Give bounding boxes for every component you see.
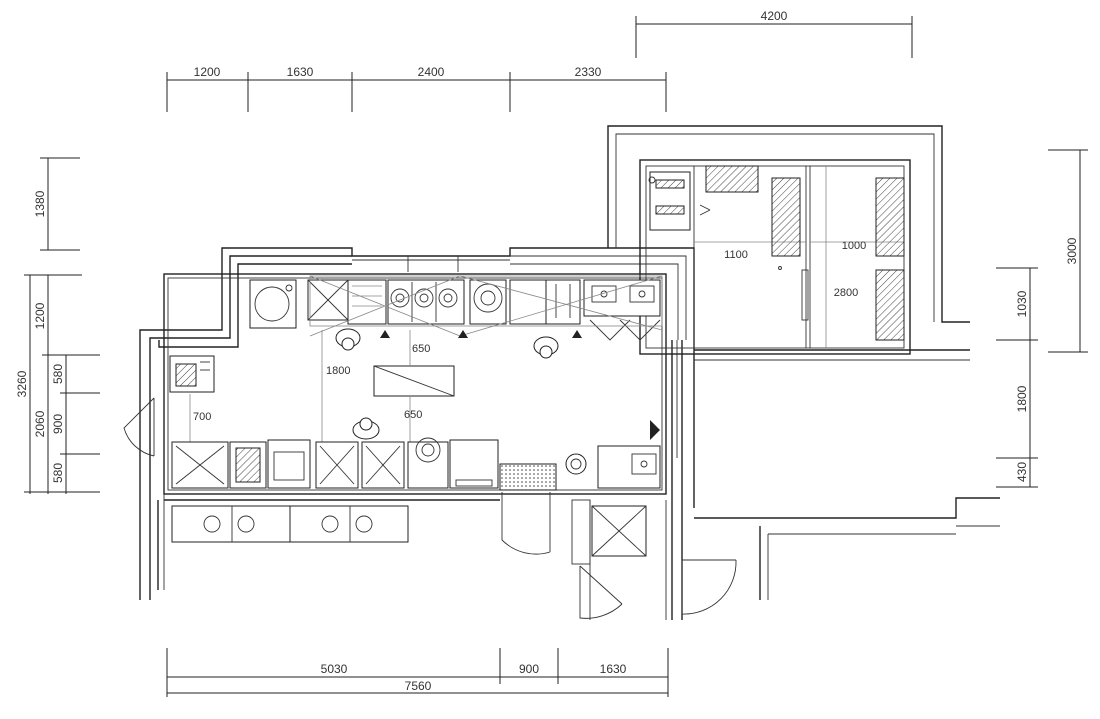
dim-label-900: 900 (519, 662, 539, 676)
door-swing-bottom (501, 492, 551, 555)
doors (123, 397, 737, 619)
label-700: 700 (193, 411, 211, 423)
chef-figure (352, 417, 380, 440)
label-1800: 1800 (326, 365, 350, 377)
dim-label-1630: 1630 (287, 65, 314, 79)
shelf-unit (875, 269, 905, 341)
handwash-sinks (171, 505, 409, 543)
dimension-top-segments: 1200 1630 2400 2330 (166, 65, 667, 112)
dim-label-5030: 5030 (321, 662, 348, 676)
dish-unit (249, 279, 297, 329)
label-650-bottom: 650 (404, 409, 422, 421)
dim-label-900-vertical: 900 (51, 414, 65, 434)
dimension-bottom-overall: 7560 (167, 679, 668, 694)
dimension-right-overall: 3000 (1048, 149, 1088, 353)
chef-figures (335, 328, 559, 440)
dim-label-430: 430 (1015, 462, 1029, 482)
corridor-walls (571, 349, 1000, 620)
label-2800: 2800 (834, 287, 858, 299)
aisle-guides: 1800 650 650 700 (189, 330, 430, 442)
wok-burner (469, 279, 507, 325)
dim-label-1380: 1380 (33, 190, 47, 217)
dimension-left-upper: 1380 (33, 157, 80, 251)
equipment-bottom-row (171, 420, 661, 491)
mixer (565, 453, 587, 475)
dimension-right-segments: 1030 1800 430 (996, 267, 1038, 488)
door-swing-corridor (579, 566, 623, 619)
dim-label-7560: 7560 (405, 679, 432, 693)
label-1100: 1100 (724, 249, 748, 261)
shelf-unit (771, 177, 801, 257)
dimension-top-overall: 4200 (635, 9, 913, 58)
counter-unit (449, 439, 499, 489)
label-650-top: 650 (412, 343, 430, 355)
dim-label-1630-bottom: 1630 (600, 662, 627, 676)
dim-label-2060: 2060 (33, 410, 47, 437)
stock-pot-station (407, 441, 449, 489)
double-sink (583, 279, 661, 317)
dim-label-2400: 2400 (418, 65, 445, 79)
kitchen-walls (139, 247, 695, 620)
control-panel-left (169, 355, 215, 393)
dim-label-580-lower: 580 (51, 463, 65, 483)
dim-label-3000: 3000 (1065, 237, 1079, 264)
dim-label-4200: 4200 (761, 9, 788, 23)
storage-room: 1100 1000 2800 (607, 125, 970, 355)
dim-label-1030: 1030 (1015, 290, 1029, 317)
hand-sink (597, 445, 661, 489)
shelf-unit (875, 177, 905, 257)
floor-grate (499, 463, 557, 491)
dim-label-1800-vertical: 1800 (1015, 385, 1029, 412)
equipment-top-row (249, 275, 663, 341)
dim-label-2330: 2330 (575, 65, 602, 79)
dim-label-580-upper: 580 (51, 364, 65, 384)
label-1000: 1000 (842, 240, 866, 252)
center-island (373, 365, 455, 397)
dim-label-3260: 3260 (15, 370, 29, 397)
door-swing-right (681, 559, 737, 615)
dim-label-1200: 1200 (194, 65, 221, 79)
chef-figure (335, 328, 361, 351)
door-swing-left (123, 397, 155, 457)
chef-figure (533, 336, 559, 359)
dimension-bottom-segments: 5030 900 1630 (166, 648, 669, 697)
dim-label-1200-vertical: 1200 (33, 302, 47, 329)
shelf-unit (705, 165, 759, 193)
dimension-left-lower: 3260 1200 2060 580 900 580 (15, 274, 100, 494)
